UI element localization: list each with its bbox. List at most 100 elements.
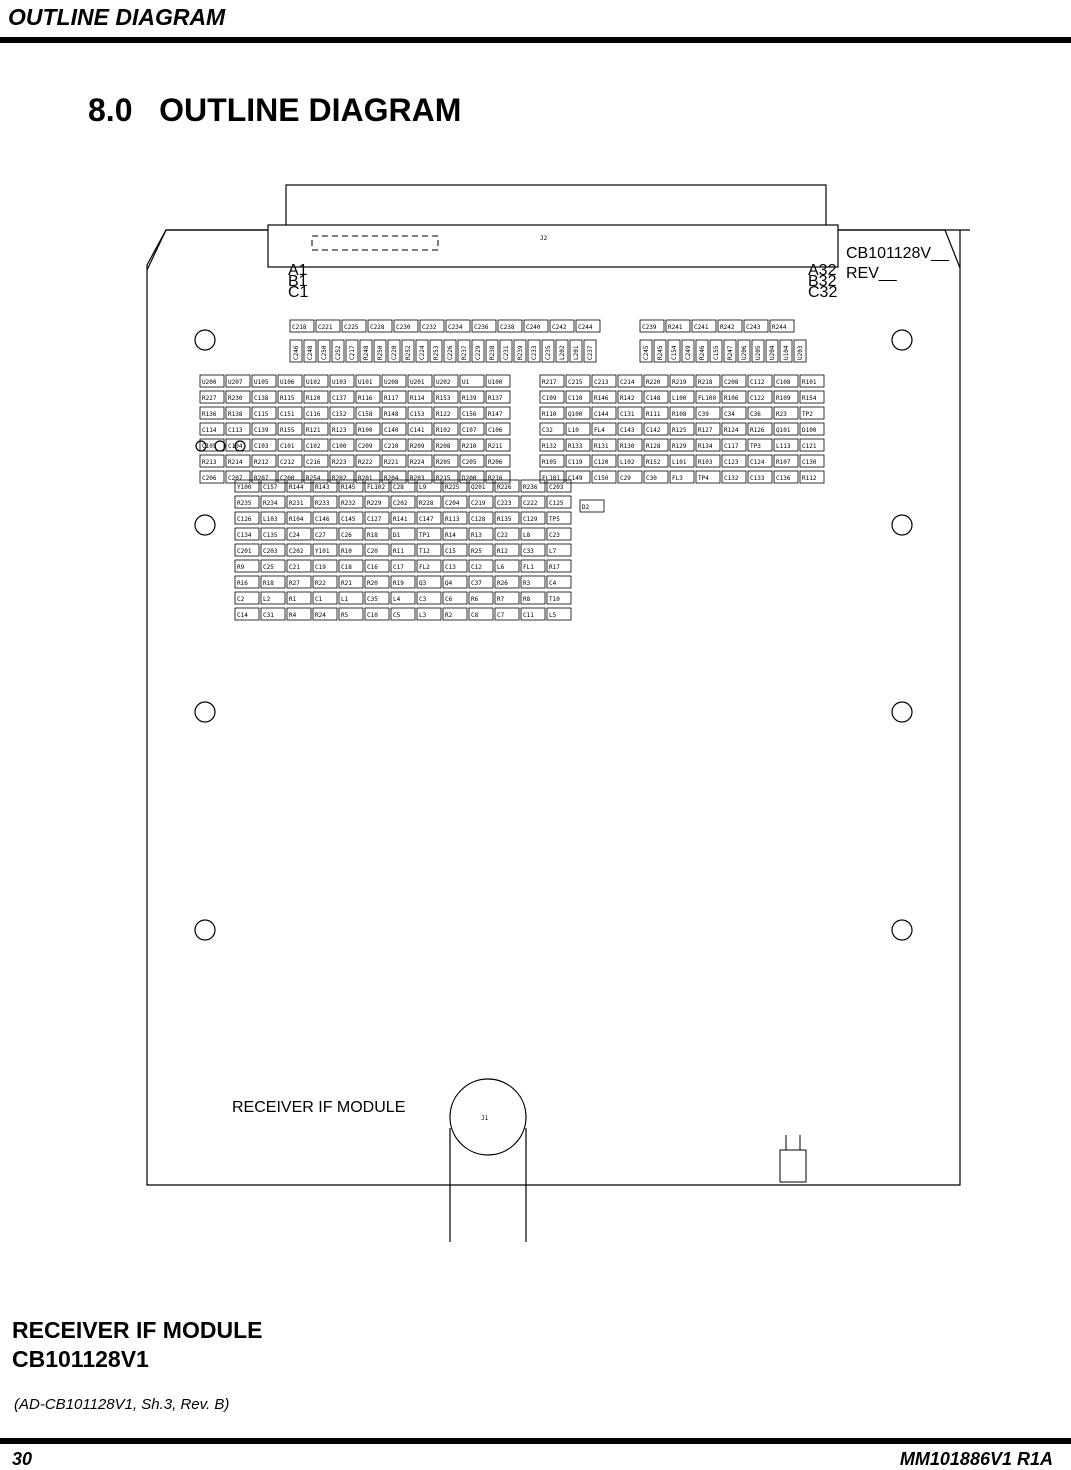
svg-text:C200: C200 [280,475,295,482]
component-c28: C28 [390,479,416,493]
svg-text:C34: C34 [724,411,735,418]
svg-text:L1: L1 [341,596,349,603]
svg-text:C29: C29 [620,475,631,482]
svg-text:R18: R18 [263,580,274,587]
svg-text:C158: C158 [358,411,373,418]
component-r114: R114 [407,390,433,404]
svg-text:C223: C223 [497,500,512,507]
svg-text:C237: C237 [587,345,594,360]
component-c17: C17 [390,559,416,573]
component-c132: C132 [721,470,747,484]
component-r155: R155 [277,422,303,436]
board-chamfer-left [146,229,270,271]
component-c202: C202 [390,495,416,509]
svg-text:C27: C27 [315,532,326,539]
component-c133: C133 [747,470,773,484]
svg-text:C31: C31 [263,612,274,619]
bnc-j1 [449,1078,527,1242]
svg-text:C36: C36 [750,411,761,418]
svg-text:R210: R210 [462,443,477,450]
component-c144: C144 [591,406,617,420]
component-c246: C246 [289,339,303,363]
component-r128: R128 [643,438,669,452]
component-c203: C203 [260,543,286,557]
svg-text:U102: U102 [306,379,321,386]
component-l10: L10 [565,422,591,436]
component-c127: C127 [364,511,390,525]
component-r130: R130 [617,438,643,452]
component-c29: C29 [617,470,643,484]
svg-text:C128: C128 [471,516,486,523]
component-c154: C154 [667,339,681,363]
svg-text:R116: R116 [358,395,373,402]
component-r22: R22 [312,575,338,589]
svg-text:C23: C23 [549,532,560,539]
svg-text:C28: C28 [393,484,404,491]
svg-text:C226: C226 [447,345,454,360]
component-c105: C105 [199,438,225,452]
svg-text:C242: C242 [552,324,567,331]
svg-text:R108: R108 [672,411,687,418]
component-c131: C131 [617,406,643,420]
component-l1: L1 [338,591,364,605]
svg-text:R219: R219 [672,379,687,386]
component-l4: L4 [390,591,416,605]
svg-text:C215: C215 [568,379,583,386]
component-c106: C106 [485,422,511,436]
svg-text:R216: R216 [488,475,503,482]
svg-text:C143: C143 [620,427,635,434]
svg-text:C235: C235 [545,345,552,360]
component-c249: C249 [681,339,695,363]
svg-text:C7: C7 [497,612,505,619]
svg-text:C123: C123 [724,459,739,466]
svg-text:R230: R230 [228,395,243,402]
svg-text:R241: R241 [668,324,683,331]
svg-text:C122: C122 [750,395,765,402]
svg-text:C121: C121 [802,443,817,450]
component-r238: R238 [485,339,499,363]
component-c238: C238 [497,319,523,333]
component-tp5: TP5 [546,511,572,525]
component-c120: C120 [591,454,617,468]
svg-text:R113: R113 [445,516,460,523]
component-c202: C202 [286,543,312,557]
svg-text:U103: U103 [332,379,347,386]
svg-text:C202: C202 [393,500,408,507]
component-c230: C230 [393,319,419,333]
svg-text:TP4: TP4 [698,475,709,482]
component-l3: L3 [416,607,442,621]
component-c112: C112 [747,374,773,388]
svg-text:C24: C24 [289,532,300,539]
component-u101: U101 [355,374,381,388]
svg-text:R145: R145 [341,484,356,491]
component-c239: C239 [639,319,665,333]
component-t12: T12 [416,543,442,557]
svg-text:C249: C249 [685,345,692,360]
svg-text:L8: L8 [523,532,531,539]
component-c11: C11 [520,607,546,621]
svg-text:C145: C145 [341,516,356,523]
pin-a1: A1 [288,262,308,279]
svg-text:D1: D1 [393,532,401,539]
component-c209: C209 [355,438,381,452]
svg-text:C217: C217 [349,345,356,360]
svg-text:C210: C210 [384,443,399,450]
svg-text:C110: C110 [568,395,583,402]
component-r23: R23 [773,406,799,420]
component-y100: Y100 [234,479,260,493]
svg-text:C16: C16 [367,564,378,571]
component-r208: R208 [433,438,459,452]
svg-text:C224: C224 [419,345,426,360]
component-r229: R229 [364,495,390,509]
footer-rule [0,1438,1071,1444]
component-r143: R143 [312,479,338,493]
svg-text:C116: C116 [306,411,321,418]
svg-text:U101: U101 [358,379,373,386]
component-r18: R18 [364,527,390,541]
component-r3: R3 [520,575,546,589]
component-c217: C217 [345,339,359,363]
component-c147: C147 [416,511,442,525]
component-c102: C102 [303,438,329,452]
svg-text:C252: C252 [335,345,342,360]
svg-text:L5: L5 [549,612,557,619]
